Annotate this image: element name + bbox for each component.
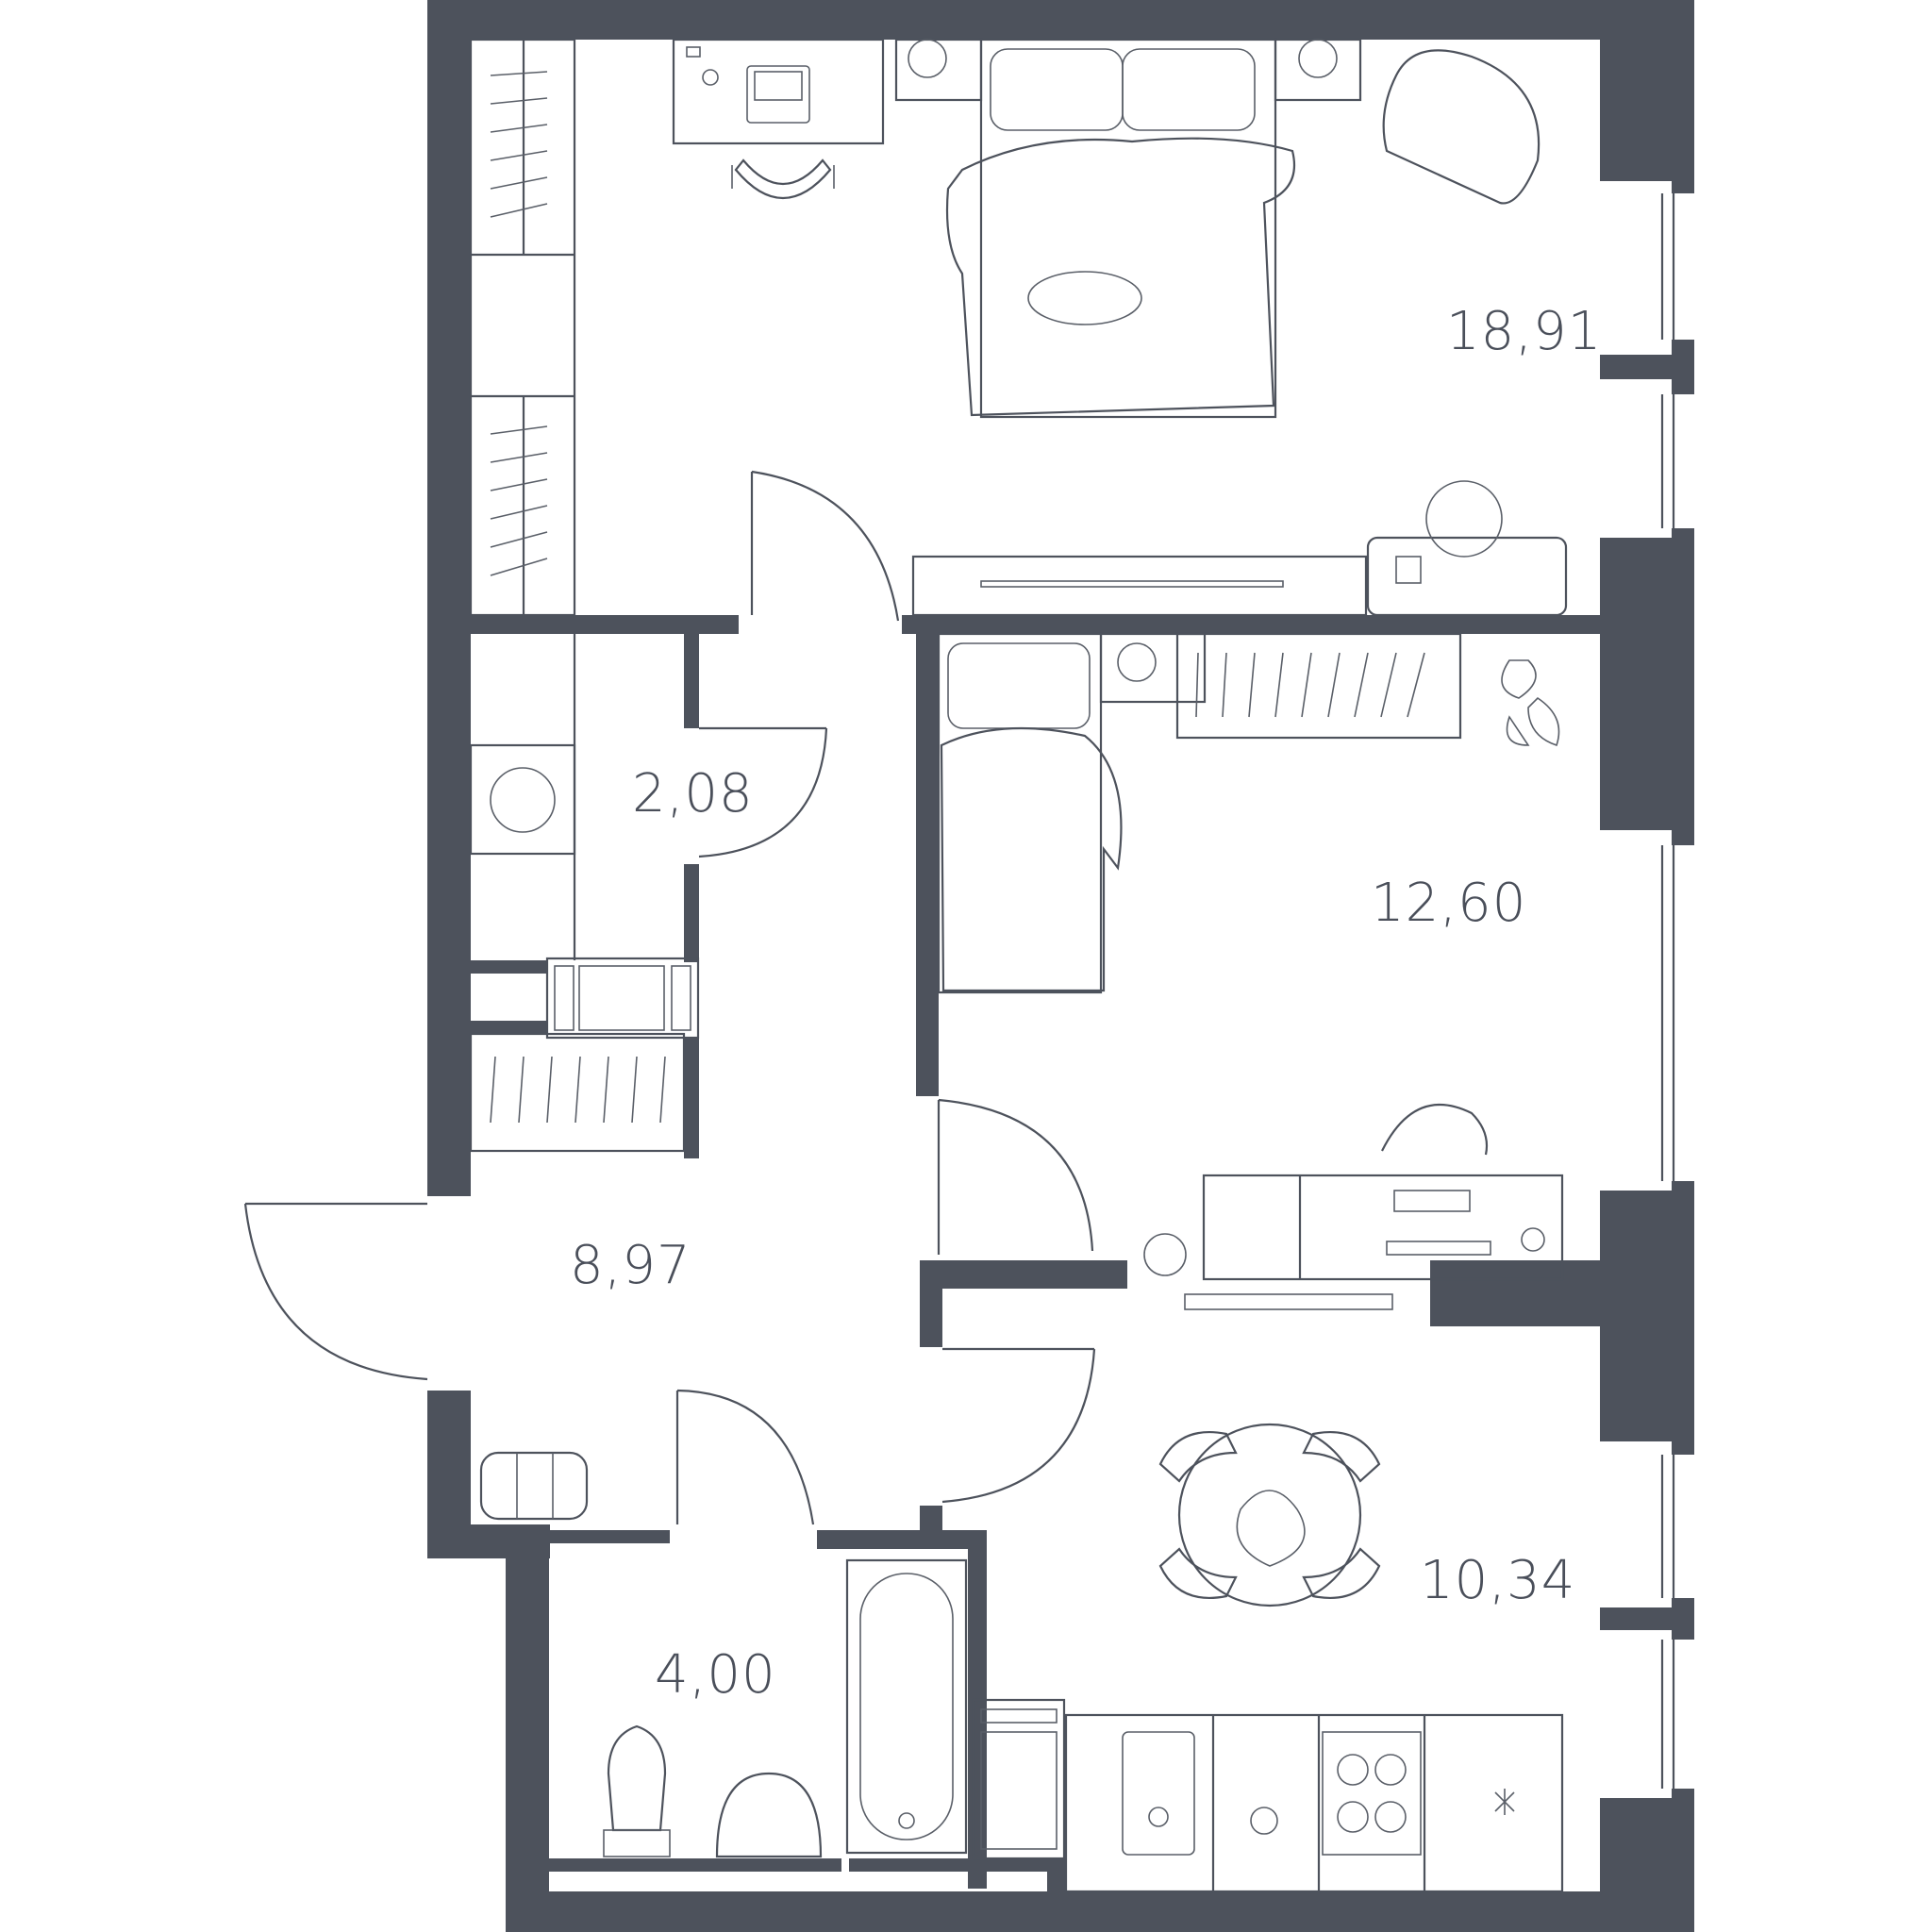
dining-chair	[1302, 1430, 1381, 1483]
dishwasher-icon	[1250, 1807, 1278, 1835]
desk	[1202, 1174, 1564, 1281]
kitchen-furniture	[1064, 1423, 1564, 1893]
desk	[672, 38, 885, 145]
room-area-kids-room: 12,60	[1371, 873, 1526, 934]
storage-furniture	[469, 634, 700, 1153]
bench	[479, 1451, 589, 1521]
sink	[715, 1772, 823, 1858]
wardrobe	[1175, 632, 1462, 740]
room-area-bathroom: 4,00	[655, 1644, 776, 1706]
room-area-bedroom: 18,91	[1446, 301, 1602, 362]
plant-icon	[1501, 659, 1560, 747]
armchair	[1382, 49, 1541, 205]
ball-icon	[1143, 1233, 1187, 1276]
hallway-furniture	[479, 1451, 589, 1521]
desk-chair	[734, 158, 832, 200]
dining-chair	[1158, 1430, 1238, 1483]
washing-machine	[469, 743, 576, 856]
bedroom-furniture	[469, 38, 1568, 617]
single-bed	[937, 632, 1103, 994]
dining-chair	[1302, 1547, 1381, 1600]
tv-stand	[911, 555, 1368, 617]
dining-table	[1177, 1423, 1362, 1607]
toilet	[607, 1724, 667, 1832]
fridge-icon	[1494, 1789, 1515, 1815]
bathroom-furniture	[603, 1558, 1066, 1860]
stove	[1322, 1731, 1422, 1856]
room-area-storage: 2,08	[632, 763, 754, 824]
washing-machine	[972, 1698, 1066, 1860]
bathtub	[845, 1558, 968, 1855]
doors	[243, 470, 1096, 1525]
desk-chair	[1381, 1104, 1489, 1156]
windows	[1660, 193, 1675, 1789]
double-bed	[979, 38, 1277, 419]
sink	[1122, 1731, 1195, 1856]
room-area-kitchen: 10,34	[1420, 1550, 1575, 1611]
dining-chair	[1158, 1547, 1238, 1600]
kids-room-furniture	[937, 632, 1564, 1310]
room-labels: 18,91 2,08 12,60 8,97 10,34 4,00	[570, 301, 1602, 1706]
walls	[427, 0, 1694, 1932]
room-area-hallway: 8,97	[570, 1235, 691, 1296]
kitchen-counter	[1064, 1713, 1564, 1893]
